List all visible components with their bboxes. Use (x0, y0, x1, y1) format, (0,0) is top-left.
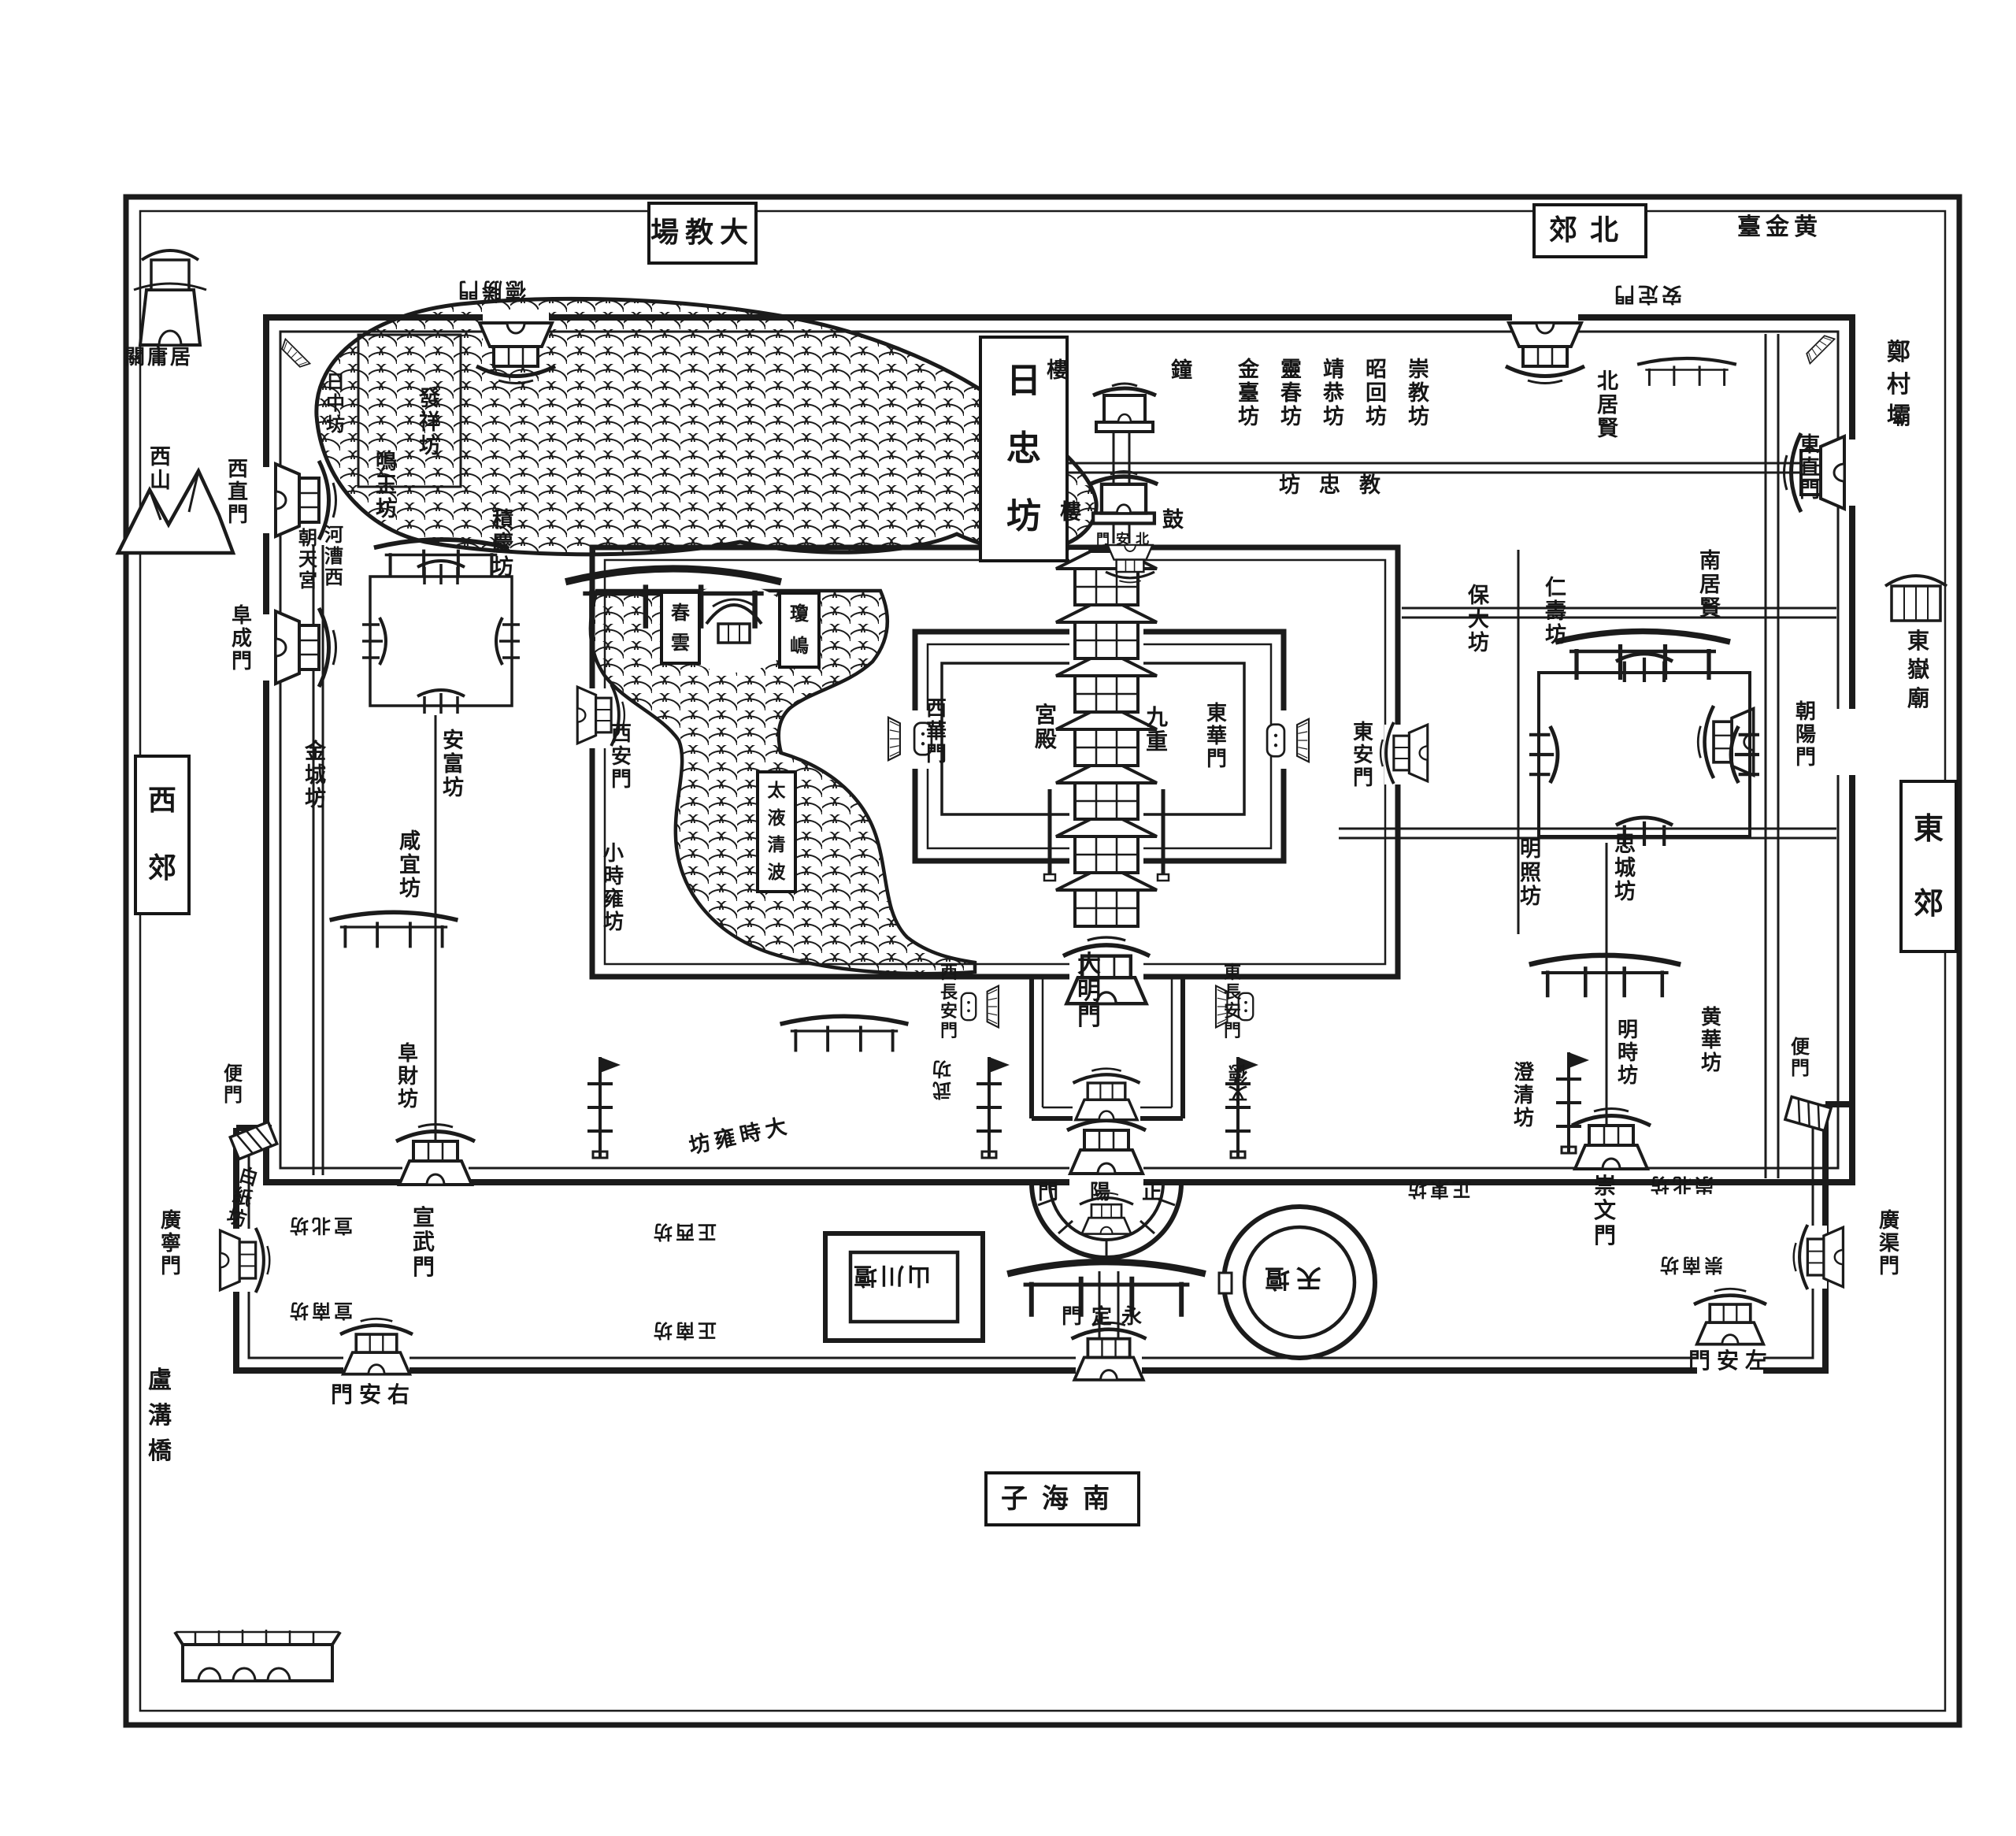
chengqingfang-label: 澄 清 坊 (1514, 1061, 1535, 1131)
tiantan-label: 天壇 (1258, 1263, 1322, 1293)
mingzhaofang-label: 明 照 坊 (1520, 837, 1541, 910)
hecaoxi-label: 河 漕 西 (324, 524, 343, 588)
zhengcunba-label: 鄭 村 壩 (1887, 339, 1910, 430)
deshengmen-label: 德勝門 (455, 277, 527, 302)
chongwenmen-label: 崇 文 門 (1594, 1173, 1617, 1248)
lingchunfang-label: 靈 春 坊 (1280, 358, 1302, 430)
yongdingmen-label: 門定永 (1062, 1305, 1152, 1329)
mingyufang-label: 鳴 玉 坊 (376, 450, 397, 522)
guangningmen-label: 廣 寧 門 (161, 1209, 182, 1279)
nanhaizi-label: 子海南 (984, 1471, 1140, 1526)
xihuamen-label: 西 華 門 (926, 697, 947, 767)
rizhong-ward-label: 日 中 坊 (326, 371, 345, 436)
zhengnanfang-label: 正南坊 (650, 1319, 717, 1341)
xijiao-label: 西 郊 (134, 755, 191, 915)
huangjintai-label: 臺金黄 (1737, 213, 1822, 241)
chongnanfang-label: 崇南坊 (1657, 1253, 1723, 1276)
donganmen-label: 東 安 門 (1353, 721, 1374, 791)
juyongguan-label: 關庸居 (124, 346, 194, 369)
chongbeifang-label: 崇北坊 (1647, 1173, 1714, 1196)
chaoyangmen-label: 朝 陽 門 (1796, 700, 1817, 770)
xianyifang-label: 咸 宜 坊 (399, 829, 421, 902)
gulou-lou-label: 樓 (1060, 500, 1081, 525)
renshoufang-label: 仁 壽 坊 (1545, 576, 1566, 648)
baizhifang-label: 白 紙 坊 (224, 1163, 261, 1231)
donghuamen-label: 東 華 門 (1206, 702, 1228, 772)
bianmen-west-label: 便 門 (224, 1063, 243, 1106)
wende-label: 文 德 (1228, 1061, 1247, 1105)
dongyue-temple (1884, 574, 1948, 622)
zhengxifang-label: 正西坊 (650, 1220, 717, 1243)
zuoanmen-label: 門安左 (1688, 1348, 1774, 1374)
west-courtyard (361, 540, 521, 715)
temple-of-heaven-circle (1217, 1204, 1377, 1360)
gulou-gu-label: 鼓 (1162, 508, 1184, 532)
jintaifang-label: 金 臺 坊 (1238, 358, 1259, 430)
chongjiaofang-label: 崇 教 坊 (1408, 358, 1429, 430)
anfufang-label: 安 富 坊 (443, 729, 464, 801)
fucaifang-label: 阜 財 坊 (398, 1042, 419, 1112)
west-mountains (115, 467, 236, 555)
xianmen-label: 西 安 門 (611, 722, 632, 792)
zhaohuifang-label: 昭 回 坊 (1366, 358, 1387, 430)
dajiaochang-label: 場教大 (647, 202, 758, 265)
zhengyang-barbican (1029, 1182, 1184, 1260)
wugong-label: 武 功 (932, 1057, 951, 1101)
zhengyangmen-label: 門陽正 (1038, 1181, 1195, 1204)
page-frame (123, 194, 1962, 1728)
xishan-label: 西 山 (150, 445, 171, 494)
youanmen-label: 門安右 (331, 1382, 417, 1408)
xuannanfang-label: 宣南坊 (287, 1299, 353, 1322)
shanchuan-altar-box (823, 1231, 985, 1343)
central-axis-pagoda (1043, 544, 1170, 1003)
mingshifang-label: 明 時 坊 (1618, 1018, 1639, 1089)
jiuzhong-label: 九 重 (1146, 704, 1169, 755)
xuanwumen-label: 宣 武 門 (413, 1204, 435, 1280)
fuchengmen-label: 阜 成 門 (232, 604, 253, 674)
dongchanganmen-label: 東 長 安 門 (1224, 963, 1242, 1041)
jiqingfang-label: 積 慶 坊 (492, 508, 513, 580)
rizhongfang-label: 日 忠 坊 (979, 336, 1069, 562)
shanchuantan-label: 山川壇 (850, 1261, 931, 1289)
dashiyongfang-label: 坊雍時大 (687, 1113, 794, 1159)
xiaoshiyongfang-label: 小 時 雍 坊 (603, 842, 624, 935)
zhonglou-lou-label: 樓 (1047, 358, 1068, 383)
dongzhimen-label: 東 直 門 (1799, 433, 1821, 503)
damingmen-label: 大 明 門 (1077, 951, 1101, 1032)
jinggongfang-label: 靖 恭 坊 (1323, 358, 1344, 430)
dongyuemiao-label: 東 嶽 廟 (1907, 628, 1930, 711)
andingmen-label: 安定門 (1611, 282, 1683, 306)
jiaozhongfang-label: 坊忠教 (1279, 473, 1399, 498)
xuanbeifang-label: 宣北坊 (287, 1214, 353, 1237)
xizhimen-label: 西 直 門 (228, 458, 249, 528)
chunyun-label: 春 雲 (660, 591, 701, 665)
sichengfang-label: 思 城 坊 (1614, 833, 1636, 905)
xichanganmen-label: 西 長 安 門 (940, 963, 958, 1041)
baodafang-label: 保 大 坊 (1468, 584, 1489, 656)
jinchengfang-label: 金 城 坊 (305, 740, 326, 812)
guangqumen-label: 廣 渠 門 (1879, 1209, 1900, 1279)
nanjuxian-label: 南 居 賢 (1699, 549, 1721, 621)
bianmen-east-label: 便 門 (1791, 1036, 1810, 1079)
qiongdao-label: 瓊 嶋 (778, 592, 821, 669)
east-courtyard (1529, 632, 1759, 847)
gongdian-label: 宮 殿 (1035, 702, 1058, 753)
taiyeqingbo-label: 太 液 清 波 (756, 770, 797, 893)
chaotiangong-label: 朝 天 宮 (298, 527, 317, 592)
juyongguan-tower (133, 249, 207, 347)
dongjiao-label: 東 郊 (1899, 780, 1958, 953)
beijiao-label: 郊北 (1532, 203, 1647, 258)
lugou-bridge (173, 1630, 342, 1682)
lugouqiao-label: 盧 溝 橋 (148, 1367, 172, 1465)
fanxiangfang-label: 發 祥 坊 (419, 387, 440, 459)
beianmen-label: 門安北 (1096, 532, 1155, 547)
zhonglou-zhong-label: 鐘 (1171, 358, 1192, 383)
huanghuafang-label: 黄 華 坊 (1701, 1006, 1722, 1076)
zhengdongfang-label: 正東坊 (1405, 1178, 1471, 1200)
beijuxian-label: 北 居 賢 (1597, 369, 1618, 442)
